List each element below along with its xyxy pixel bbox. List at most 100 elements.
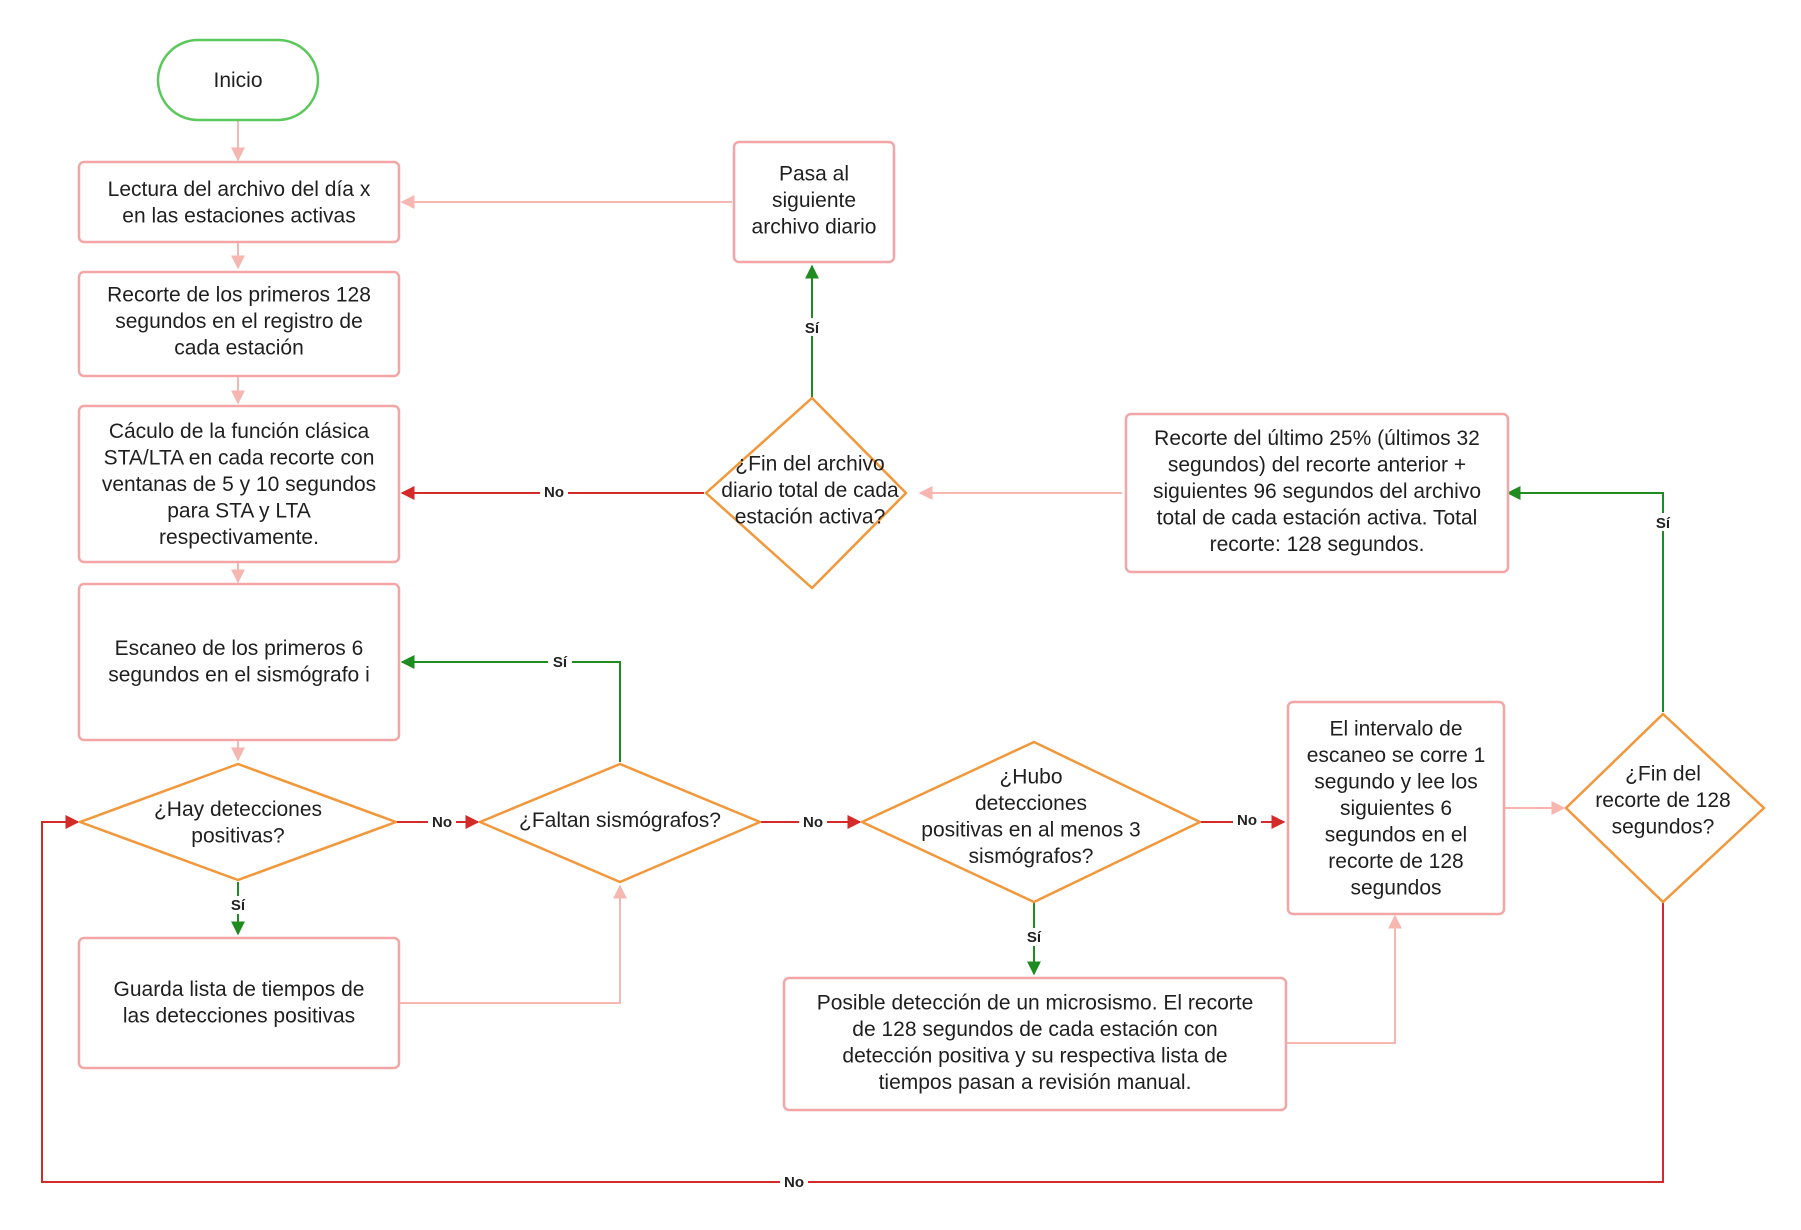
label-faltan-escaneo-si: Sí	[548, 652, 572, 671]
edge-label-no: No	[784, 1174, 804, 1191]
fin-recorte-line: segundos?	[1612, 816, 1715, 839]
lectura-line: en las estaciones activas	[122, 204, 355, 227]
intervalo-line: recorte de 128	[1328, 850, 1463, 873]
edge-label-no: No	[803, 814, 823, 831]
guarda-line: Guarda lista de tiempos de	[114, 978, 365, 1001]
node-hay-detecciones: ¿Hay detecciones positivas?	[78, 762, 398, 882]
label-hubo-intervalo-no: No	[1233, 811, 1261, 829]
node-inicio-text: Inicio	[213, 69, 262, 92]
hay-detecciones-line: ¿Hay detecciones	[154, 798, 322, 821]
node-recorte-inicial: Recorte de los primeros 128 segundos en e…	[77, 270, 401, 378]
recorte-inicial-line: segundos en el registro de	[115, 310, 363, 333]
posible-line: tiempos pasan a revisión manual.	[879, 1071, 1192, 1094]
calculo-line: Cáculo de la función clásica	[109, 420, 370, 443]
escaneo-line: segundos en el sismógrafo i	[108, 663, 370, 686]
recorte-inicial-line: Recorte de los primeros 128	[107, 284, 371, 307]
hubo-line: sismógrafos?	[969, 845, 1094, 868]
node-inicio: Inicio	[156, 38, 320, 122]
label-fin-archivo-si: Sí	[800, 318, 824, 337]
edge-fin-recorte-recorte-ultimo-si	[1506, 486, 1664, 712]
node-fin-archivo: ¿Fin del archivo diario total de cada esta…	[704, 396, 908, 590]
fin-archivo-line: estación activa?	[735, 506, 886, 529]
pasa-line: Pasa al	[779, 163, 849, 186]
node-posible: Posible detección de un microsismo. El r…	[782, 976, 1288, 1112]
label-fin-recorte-si: Sí	[1651, 513, 1675, 532]
posible-line: Posible detección de un microsismo. El r…	[817, 991, 1254, 1014]
edge-label-no: No	[432, 814, 452, 831]
calculo-line: STA/LTA en cada recorte con	[104, 447, 375, 470]
node-lectura-text: Lectura del archivo del día x en las esta…	[108, 178, 371, 228]
intervalo-line: segundos en el	[1325, 824, 1467, 847]
hubo-line: detecciones	[975, 792, 1087, 815]
node-recorte-ultimo-text: Recorte del último 25% (últimos 32 segund…	[1153, 427, 1481, 556]
node-posible-text: Posible detección de un microsismo. El r…	[817, 991, 1254, 1094]
label-hubo-posible-si: Sí	[1022, 928, 1046, 946]
guarda-line: las detecciones positivas	[123, 1004, 355, 1027]
edge-faltan-escaneo-si	[400, 655, 621, 762]
node-hay-detecciones-text: ¿Hay detecciones positivas?	[154, 798, 322, 848]
calculo-line: respectivamente.	[159, 526, 319, 549]
node-recorte-inicial-text: Recorte de los primeros 128 segundos en e…	[107, 284, 371, 360]
label-faltan-hubo-no: No	[799, 813, 827, 831]
fin-recorte-line: recorte de 128	[1595, 789, 1730, 812]
edge-guarda-faltan	[400, 884, 627, 1004]
label-hay-faltan-no: No	[428, 813, 456, 831]
fin-archivo-line: diario total de cada	[721, 479, 899, 502]
recorte-ultimo-line: siguientes 96 segundos del archivo	[1153, 480, 1481, 503]
fin-recorte-line: ¿Fin del	[1625, 763, 1701, 786]
inicio-line: Inicio	[213, 69, 262, 92]
edge-label-si: Sí	[231, 897, 246, 914]
edge-label-si: Sí	[1656, 515, 1671, 532]
node-fin-archivo-text: ¿Fin del archivo diario total de cada esta…	[721, 453, 899, 529]
node-intervalo: El intervalo de escaneo se corre 1 segundo…	[1286, 700, 1506, 916]
node-pasa: Pasa al siguiente archivo diario	[732, 140, 896, 264]
node-lectura: Lectura del archivo del día x en las esta…	[77, 160, 401, 244]
pasa-line: siguiente	[772, 189, 856, 212]
label-fin-archivo-no: No	[540, 483, 568, 501]
edge-label-si: Sí	[805, 320, 820, 337]
recorte-ultimo-line: Recorte del último 25% (últimos 32	[1154, 427, 1480, 450]
posible-line: de 128 segundos de cada estación con	[852, 1018, 1217, 1041]
node-fin-recorte-text: ¿Fin del recorte de 128 segundos?	[1595, 763, 1730, 839]
node-intervalo-text: El intervalo de escaneo se corre 1 segundo…	[1307, 718, 1486, 900]
edge-label-no: No	[544, 484, 564, 501]
recorte-ultimo-line: total de cada estación activa. Total	[1157, 507, 1478, 530]
hay-detecciones-line: positivas?	[191, 824, 284, 847]
node-fin-recorte: ¿Fin del recorte de 128 segundos?	[1564, 712, 1766, 904]
node-hubo: ¿Hubo detecciones positivas en al menos 3 s…	[860, 740, 1202, 904]
intervalo-line: segundos	[1350, 877, 1441, 900]
label-hay-guarda-si: Sí	[226, 896, 250, 914]
calculo-line: ventanas de 5 y 10 segundos	[102, 473, 376, 496]
hubo-line: positivas en al menos 3	[921, 818, 1140, 841]
edge-label-no: No	[1237, 812, 1257, 829]
node-faltan: ¿Faltan sismógrafos?	[478, 762, 762, 884]
intervalo-line: siguientes 6	[1340, 797, 1452, 820]
faltan-line: ¿Faltan sismógrafos?	[519, 809, 721, 832]
edge-labels: Sí Sí Sí Sí Sí No No No	[226, 318, 1675, 1191]
intervalo-line: escaneo se corre 1	[1307, 744, 1486, 767]
nodes: Inicio Lectura del archivo del día x en l…	[77, 38, 1766, 1112]
node-hubo-text: ¿Hubo detecciones positivas en al menos 3 s…	[921, 765, 1140, 868]
pasa-line: archivo diario	[752, 216, 877, 239]
label-fin-recorte-hay-no: No	[780, 1173, 808, 1191]
node-pasa-text: Pasa al siguiente archivo diario	[752, 163, 877, 239]
edge-posible-intervalo	[1285, 914, 1402, 1044]
node-recorte-ultimo: Recorte del último 25% (últimos 32 segund…	[1124, 412, 1510, 574]
recorte-ultimo-line: recorte: 128 segundos.	[1210, 533, 1425, 556]
lectura-line: Lectura del archivo del día x	[108, 178, 371, 201]
edge-label-si: Sí	[553, 654, 568, 671]
node-faltan-text: ¿Faltan sismógrafos?	[519, 809, 721, 832]
intervalo-line: El intervalo de	[1329, 718, 1462, 741]
node-guarda: Guarda lista de tiempos de las deteccione…	[77, 936, 401, 1070]
recorte-ultimo-line: segundos) del recorte anterior +	[1168, 454, 1466, 477]
node-guarda-text: Guarda lista de tiempos de las deteccione…	[114, 978, 365, 1028]
fin-archivo-line: ¿Fin del archivo	[735, 453, 884, 476]
hubo-line: ¿Hubo	[999, 765, 1062, 788]
posible-line: detección positiva y su respectiva lista…	[842, 1044, 1227, 1067]
edge-fin-recorte-hay-no	[41, 815, 1664, 1183]
intervalo-line: segundo y lee los	[1314, 771, 1477, 794]
